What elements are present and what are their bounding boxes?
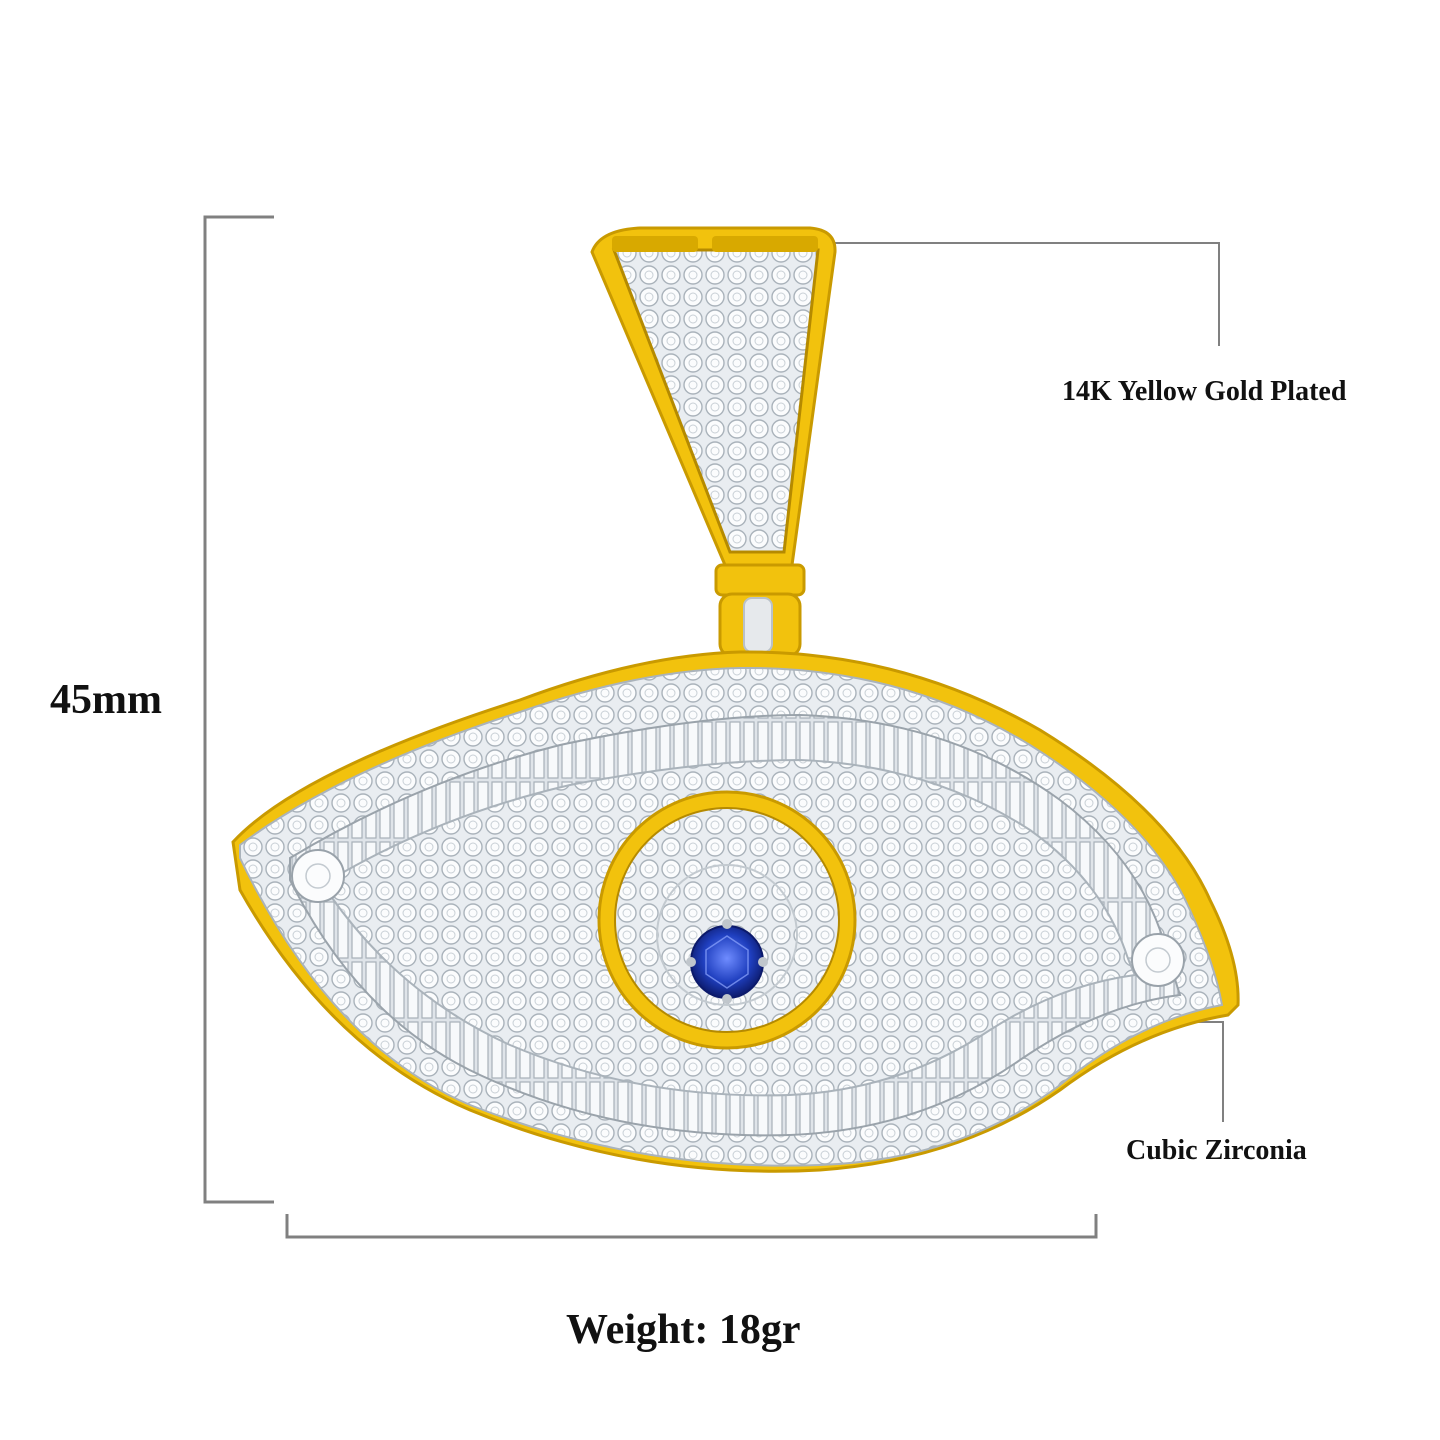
weight-label: Weight: 18gr: [566, 1307, 801, 1353]
height-label: 45mm: [50, 677, 162, 723]
stone-label: Cubic Zirconia: [1126, 1135, 1307, 1166]
eye-pendant: [231, 650, 1240, 1173]
material-callout-line: [760, 242, 1220, 346]
height-dimension-line: [203, 215, 274, 1204]
material-label: 14K Yellow Gold Plated: [1062, 376, 1347, 407]
width-dimension-line: [285, 1214, 1098, 1239]
bail: [590, 226, 837, 658]
